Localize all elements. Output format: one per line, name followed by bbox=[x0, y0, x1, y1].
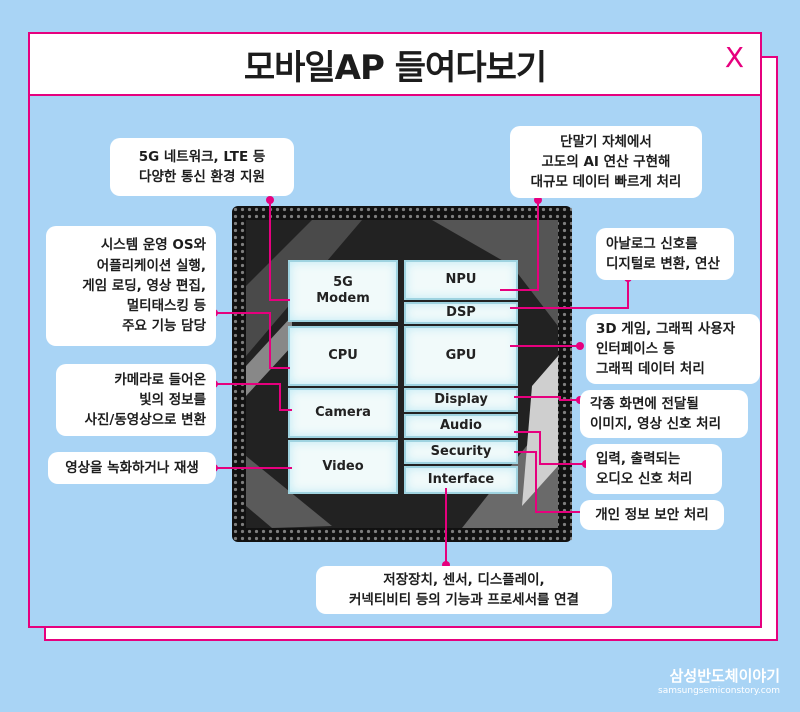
brand-logo: 삼성반도체이야기 samsungsemiconstory.com bbox=[658, 665, 780, 696]
chip-block-5g-modem: 5G Modem bbox=[288, 260, 398, 322]
ap-chip: 5G Modem NPU DSP CPU GPU Camera Display … bbox=[232, 206, 572, 542]
callout-5g-modem: 5G 네트워크, LTE 등 다양한 통신 환경 지원 bbox=[110, 138, 294, 196]
chip-block-npu: NPU bbox=[404, 260, 518, 300]
chip-block-cpu: CPU bbox=[288, 326, 398, 386]
callout-display: 각종 화면에 전달될 이미지, 영상 신호 처리 bbox=[580, 390, 748, 438]
brand-name: 삼성반도체이야기 bbox=[669, 667, 780, 685]
callout-dsp: 아날로그 신호를 디지털로 변환, 연산 bbox=[596, 228, 734, 280]
callout-gpu: 3D 게임, 그래픽 사용자 인터페이스 등 그래픽 데이터 처리 bbox=[586, 314, 760, 384]
chip-block-dsp: DSP bbox=[404, 302, 518, 324]
callout-interface: 저장장치, 센서, 디스플레이, 커넥티비티 등의 기능과 프로세서를 연결 bbox=[316, 566, 612, 614]
chip-block-camera: Camera bbox=[288, 388, 398, 438]
title-bar: 모바일AP 들여다보기 X bbox=[30, 34, 760, 96]
chip-block-display: Display bbox=[404, 388, 518, 412]
chip-block-interface: Interface bbox=[404, 466, 518, 494]
callout-security: 개인 정보 보안 처리 bbox=[580, 500, 724, 530]
callout-audio: 입력, 출력되는 오디오 신호 처리 bbox=[586, 444, 722, 494]
chip-block-video: Video bbox=[288, 440, 398, 494]
page-title: 모바일AP 들여다보기 bbox=[243, 47, 547, 88]
callout-camera: 카메라로 들어온 빛의 정보를 사진/동영상으로 변환 bbox=[56, 364, 216, 436]
close-icon[interactable]: X bbox=[724, 41, 744, 74]
chip-block-audio: Audio bbox=[404, 414, 518, 438]
callout-npu: 단말기 자체에서 고도의 AI 연산 구현해 대규모 데이터 빠르게 처리 bbox=[510, 126, 702, 198]
chip-block-gpu: GPU bbox=[404, 326, 518, 386]
chip-block-security: Security bbox=[404, 440, 518, 464]
brand-url: samsungsemiconstory.com bbox=[658, 686, 780, 696]
callout-video: 영상을 녹화하거나 재생 bbox=[48, 452, 216, 484]
callout-cpu: 시스템 운영 OS와 어플리케이션 실행, 게임 로딩, 영상 편집, 멀티태스… bbox=[46, 226, 216, 346]
